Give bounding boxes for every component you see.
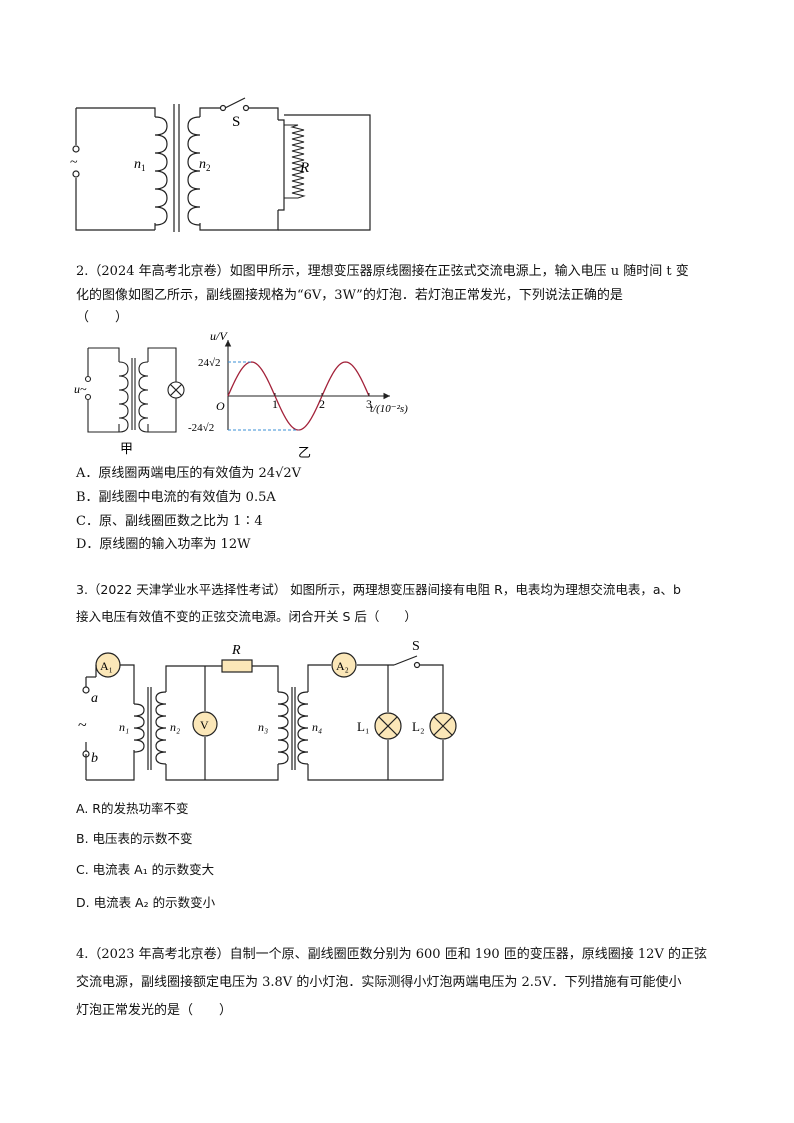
x-axis-label: t/(10⁻²s)	[370, 403, 408, 415]
secondary-coil	[187, 116, 201, 226]
q2-option-d: D．原线圈的输入功率为 12W	[76, 537, 251, 552]
label-n3: n₃	[258, 720, 268, 734]
voltmeter-v	[192, 711, 218, 737]
sine-series-line	[227, 361, 370, 431]
q2-option-a: A．原线圈两端电压的有效值为 24√2V	[76, 466, 302, 481]
ytick-bottom-label: -24√2	[188, 422, 214, 434]
lamp-symbol	[167, 381, 185, 399]
jia-source-label: u~	[74, 382, 87, 396]
q2-option-b: B．副线圈中电流的有效值为 0.5A	[76, 490, 276, 505]
label-r: R	[231, 643, 241, 658]
q3-option-d: D. 电流表 A₂ 的示数变小	[76, 895, 216, 910]
x-tick-label-2: 2	[319, 397, 325, 411]
jia-caption: 甲	[120, 441, 133, 456]
label-s: S	[412, 639, 420, 654]
q4-stem-line1: 4.（2023 年高考北京卷）自制一个原、副线圈匝数分别为 600 匝和 190…	[76, 947, 707, 962]
switch-s	[224, 97, 246, 109]
figure-jia: u~ 甲	[74, 347, 185, 456]
ammeter-a2	[331, 652, 357, 678]
q2-stem-line2: 化的图像如图乙所示，副线圈接规格为“6V，3W”的灯泡．若灯泡正常发光，下列说法…	[76, 288, 623, 303]
figure-yi-chart: 1 2 3 u/V t/(10⁻²s) O 24√2 -24√2 乙	[188, 329, 408, 460]
label-n1: n1	[134, 157, 146, 173]
primary-coil	[154, 116, 168, 226]
q3-stem-line2: 接入电压有效值不变的正弦交流电源。闭合开关 S 后（ ）	[76, 609, 417, 624]
resistor-r	[221, 659, 253, 673]
label-n4: n₄	[312, 720, 322, 734]
q2-option-c: C．原、副线圈匝数之比为 1∶4	[76, 514, 263, 529]
figure-transformer-resistor: ~ n1 n2 S R	[70, 97, 371, 232]
resistor-r	[284, 124, 306, 199]
q2-stem-line3: （ ）	[76, 310, 129, 325]
q4-stem-line3: 灯泡正常发光的是（ ）	[76, 1003, 233, 1018]
ytick-top-label: 24√2	[198, 357, 221, 369]
label-l2: L₂	[412, 719, 424, 734]
label-switch: S	[232, 114, 240, 130]
label-source: ~	[78, 717, 87, 734]
source-symbol: ~	[70, 155, 78, 170]
label-resistor: R	[299, 160, 309, 176]
label-v: V	[200, 718, 209, 732]
label-term-b: b	[91, 751, 98, 766]
origin-label: O	[216, 399, 225, 413]
label-a1: A₁	[100, 659, 113, 673]
label-l1: L₁	[357, 719, 369, 734]
q3-option-c: C. 电流表 A₁ 的示数变大	[76, 862, 215, 877]
q3-option-b: B. 电压表的示数不变	[76, 831, 193, 846]
x-tick-label-3: 3	[366, 397, 372, 411]
x-tick-label-1: 1	[272, 397, 278, 411]
q3-option-a: A. R的发热功率不变	[76, 801, 189, 816]
label-term-a: a	[91, 691, 98, 706]
y-axis-label: u/V	[210, 329, 228, 343]
label-n1: n₁	[119, 720, 129, 734]
label-n2: n₂	[170, 720, 180, 734]
label-a2: A₂	[336, 659, 349, 673]
q3-stem-line1: 3.（2022 天津学业水平选择性考试） 如图所示，两理想变压器间接有电阻 R，…	[76, 582, 681, 597]
label-n2: n2	[199, 157, 211, 173]
yi-caption: 乙	[298, 445, 311, 460]
figure-q3-circuit: A₁ V A₂ a b ~ n₁ n₂ n₃ n₄ R S L₁ L₂	[78, 639, 457, 781]
q2-stem-line1: 2.（2024 年高考北京卷）如图甲所示，理想变压器原线圈接在正弦式交流电源上，…	[76, 264, 689, 279]
q4-stem-line2: 交流电源，副线圈接额定电压为 3.8V 的小灯泡．实际测得小灯泡两端电压为 2.…	[76, 975, 682, 990]
